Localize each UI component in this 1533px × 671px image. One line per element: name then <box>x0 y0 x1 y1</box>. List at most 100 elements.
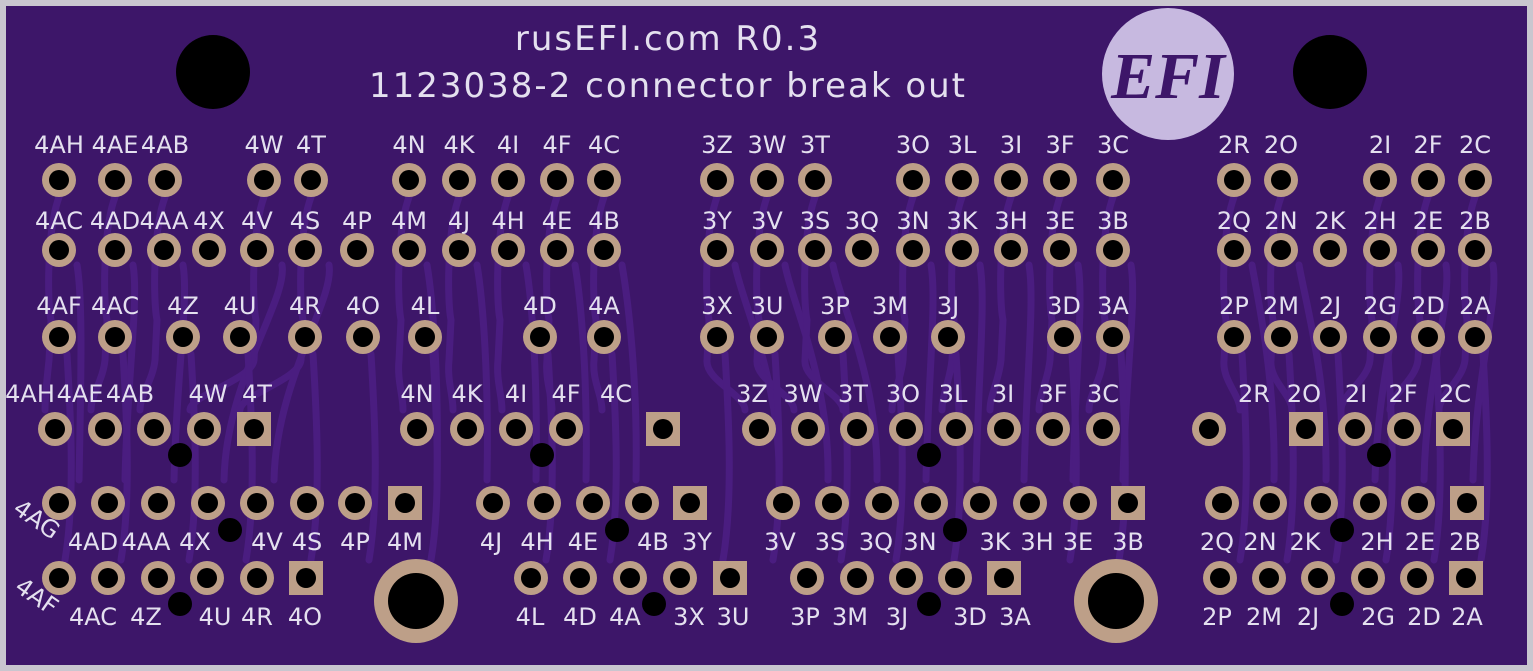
connector-pad-row-c <box>1252 561 1286 595</box>
pad-drill <box>1465 240 1485 260</box>
pad-drill <box>852 240 872 260</box>
pad-drill <box>1457 493 1477 513</box>
pad-drill <box>594 240 614 260</box>
via <box>943 518 967 542</box>
via <box>1330 592 1354 616</box>
via <box>917 592 941 616</box>
trace <box>829 261 881 484</box>
pin-label: 4D <box>523 292 557 320</box>
pad-drill <box>197 568 217 588</box>
pad-drill <box>1370 327 1390 347</box>
pad-drill <box>148 493 168 513</box>
trace <box>445 193 463 414</box>
pad-drill <box>521 568 541 588</box>
pin-label: 2N <box>1264 207 1297 235</box>
header-pad-row2 <box>945 233 979 267</box>
header-pad-row2 <box>98 233 132 267</box>
pin-label: 2D <box>1411 292 1445 320</box>
pad-drill <box>498 170 518 190</box>
pin-label: 4AA <box>140 207 189 235</box>
pad-drill <box>49 568 69 588</box>
via <box>917 443 941 467</box>
connector-pad-row-c <box>938 561 972 595</box>
trace <box>1220 193 1244 414</box>
header-pad-row1 <box>1458 163 1492 197</box>
pin-label: 3F <box>1038 380 1067 408</box>
board-subtitle: 1123038-2 connector break out <box>369 66 967 106</box>
pin-label: 3L <box>948 131 977 159</box>
trace <box>395 193 413 414</box>
pin-label: 4AC <box>91 292 139 320</box>
connector-pad-row-b <box>963 486 997 520</box>
trace <box>1066 350 1080 564</box>
pin-label: 2O <box>1264 131 1298 159</box>
trace <box>781 261 832 484</box>
pad-drill <box>773 493 793 513</box>
connector-pad-row-a <box>1086 412 1120 446</box>
pin-label: 4L <box>411 292 440 320</box>
header-pad-row3 <box>750 320 784 354</box>
pad-drill <box>449 240 469 260</box>
trace <box>938 193 966 414</box>
pad-drill <box>1224 327 1244 347</box>
header-pad-row1 <box>491 163 525 197</box>
pad-drill <box>1054 327 1074 347</box>
pad-drill <box>1224 240 1244 260</box>
pad-drill <box>1050 240 1070 260</box>
pin-label: 3K <box>979 528 1011 556</box>
connector-pad-row-a <box>549 412 583 446</box>
pin-label: 4AH <box>5 380 55 408</box>
pin-label: 3S <box>800 207 831 235</box>
header-pad-row1 <box>442 163 476 197</box>
pad-drill <box>483 493 503 513</box>
copper-traces <box>41 193 1498 564</box>
pad-drill <box>632 493 652 513</box>
pin-label: 3X <box>701 292 733 320</box>
pin-label: 4J <box>480 528 502 556</box>
pin-label: 3Q <box>845 207 879 235</box>
pin-label: 4M <box>387 528 423 556</box>
pin-label: 4S <box>292 528 323 556</box>
connector-pad-row-b <box>1304 486 1338 520</box>
connector-pad-row-c <box>1400 561 1434 595</box>
pin-label: 2G <box>1363 292 1397 320</box>
pad-drill <box>757 170 777 190</box>
pin-label: 3I <box>992 380 1014 408</box>
pin-label: 2D <box>1407 603 1441 631</box>
pad-drill <box>1311 493 1331 513</box>
pad-drill <box>1320 240 1340 260</box>
connector-pad-row-b <box>141 486 175 520</box>
pin-label: 3D <box>953 603 987 631</box>
pad-drill <box>98 493 118 513</box>
pad-drill <box>244 419 264 439</box>
pin-label: 3V <box>764 528 796 556</box>
connector-pad-row-b <box>1450 486 1484 520</box>
pad-drill <box>295 327 315 347</box>
trace <box>571 261 590 484</box>
pad-drill <box>880 327 900 347</box>
header-pad-row3 <box>1217 320 1251 354</box>
trace <box>618 261 640 484</box>
pad-drill <box>620 568 640 588</box>
header-pad-row3 <box>931 320 965 354</box>
trace <box>1236 350 1250 564</box>
connector-pad-row-c <box>91 561 125 595</box>
pad-drill <box>534 493 554 513</box>
connector-pad-row-a <box>137 412 171 446</box>
pad-drill <box>847 419 867 439</box>
pad-drill <box>49 493 69 513</box>
pin-label: 2F <box>1413 131 1442 159</box>
pin-label: 2P <box>1219 292 1249 320</box>
pin-label: 4N <box>400 380 433 408</box>
connector-pad-row-c <box>713 561 747 595</box>
connector-pad-row-b <box>766 486 800 520</box>
header-pad-row1 <box>750 163 784 197</box>
pin-label: 2J <box>1297 603 1319 631</box>
pin-label: 4AB <box>141 131 189 159</box>
pad-drill <box>49 240 69 260</box>
header-pad-row1 <box>1217 163 1251 197</box>
pad-drill <box>399 170 419 190</box>
trace <box>1020 261 1035 484</box>
trace <box>73 261 85 484</box>
